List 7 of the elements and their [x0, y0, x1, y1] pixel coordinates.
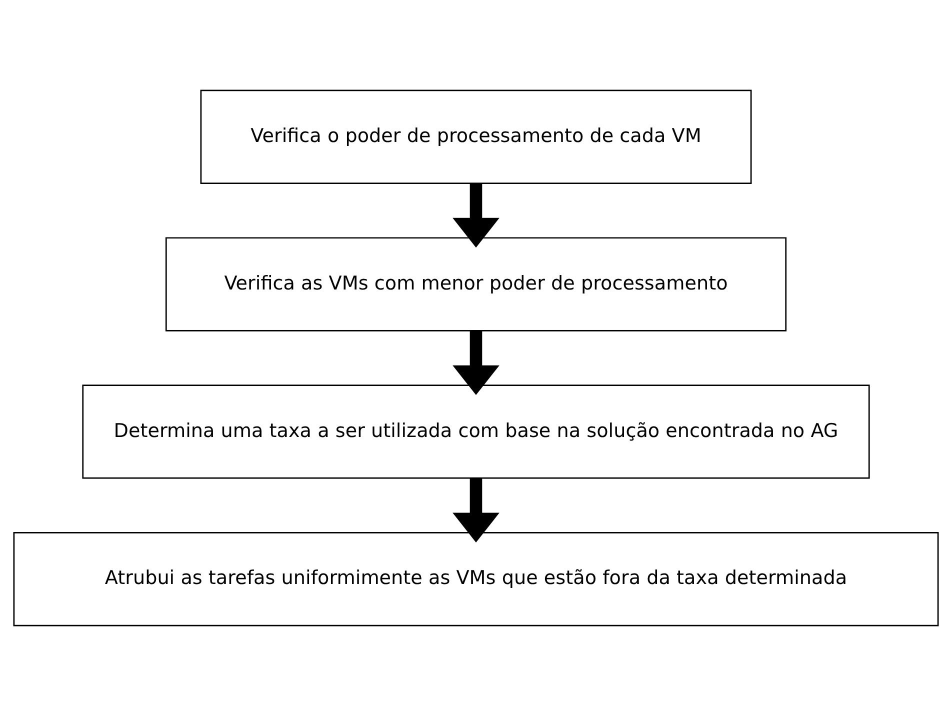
arrow: [452, 330, 500, 395]
node-box: Atrubui as tarefas uniformimente as VMs que estão fora da taxa determinada: [13, 532, 939, 626]
node-box: Verifica as VMs com menor poder de processamento: [165, 236, 787, 331]
node-box: Verifica o poder de processamento de cada VM: [200, 89, 752, 184]
arrow: [452, 478, 500, 542]
arrow: [452, 183, 500, 248]
node-box: Determina uma taxa a ser utilizada com base na solução encontrada no AG: [82, 384, 870, 478]
